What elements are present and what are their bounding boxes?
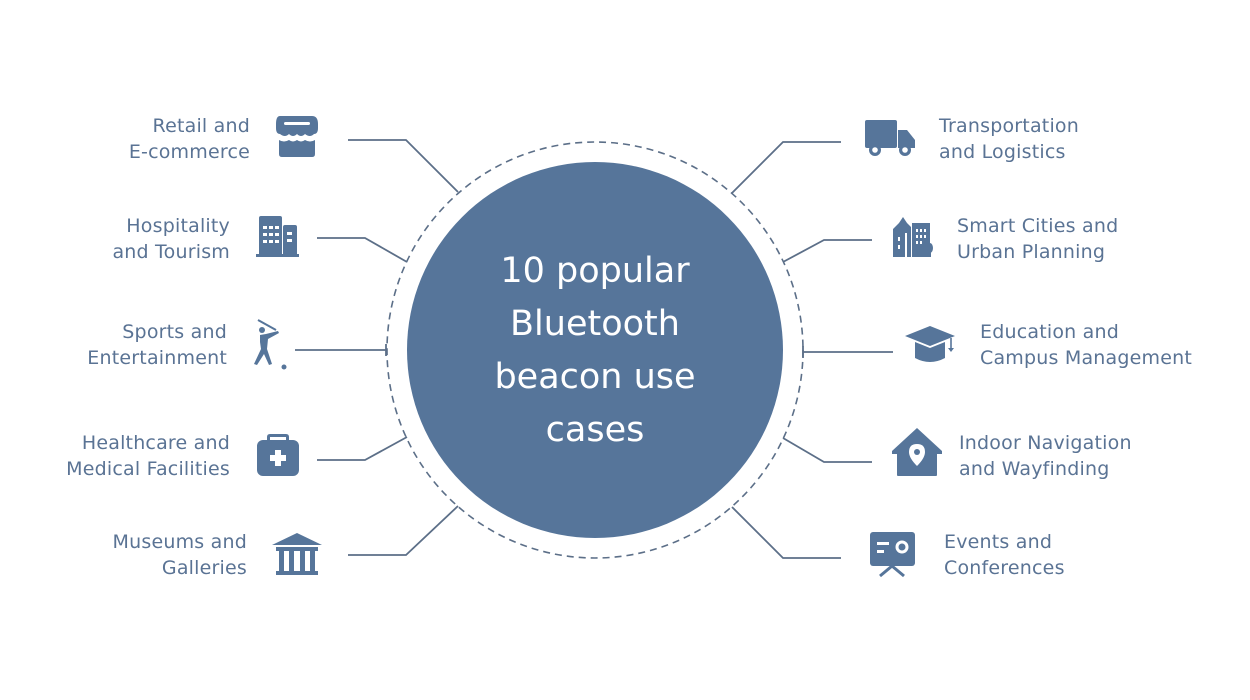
buildings-icon	[256, 216, 299, 257]
use-case-hospitality: Hospitality and Tourism	[112, 215, 230, 263]
title-line: beacon use	[494, 357, 696, 397]
use-case-museums: Museums and Galleries	[112, 531, 247, 579]
connector-retail	[348, 139, 459, 193]
graduation-cap-icon	[905, 326, 955, 362]
connector-hospitality	[317, 237, 408, 263]
city-icon	[893, 217, 933, 257]
use-case-retail: Retail and E-commerce	[128, 115, 250, 163]
use-case-education: Education and Campus Management	[980, 321, 1193, 369]
connector-indoor-navigation	[782, 437, 872, 463]
use-case-healthcare: Healthcare and Medical Facilities	[66, 432, 230, 480]
connector-transportation	[731, 141, 841, 194]
use-case-smart-cities: Smart Cities and Urban Planning	[957, 215, 1119, 263]
use-case-transportation: Transportation and Logistics	[939, 115, 1079, 163]
home-location-icon	[892, 428, 942, 476]
museum-icon	[272, 533, 322, 575]
connector-smart-cities	[782, 239, 872, 263]
center-circle	[407, 162, 783, 538]
use-case-events: Events and Conferences	[944, 531, 1065, 579]
title-line: cases	[545, 410, 645, 450]
presentation-board-icon	[870, 532, 915, 578]
connector-healthcare	[317, 436, 408, 461]
connector-museums	[348, 505, 459, 556]
medical-kit-icon	[257, 434, 299, 476]
title-line: 10 popular	[500, 251, 690, 291]
title-line: Bluetooth	[510, 304, 680, 344]
connector-events	[731, 506, 841, 559]
golfer-icon	[254, 319, 287, 370]
center-title: 10 popular Bluetooth beacon use cases	[445, 245, 745, 457]
truck-icon	[865, 120, 915, 156]
use-case-indoor-navigation: Indoor Navigation and Wayfinding	[959, 432, 1132, 480]
use-case-sports: Sports and Entertainment	[87, 321, 227, 369]
storefront-icon	[276, 116, 318, 157]
